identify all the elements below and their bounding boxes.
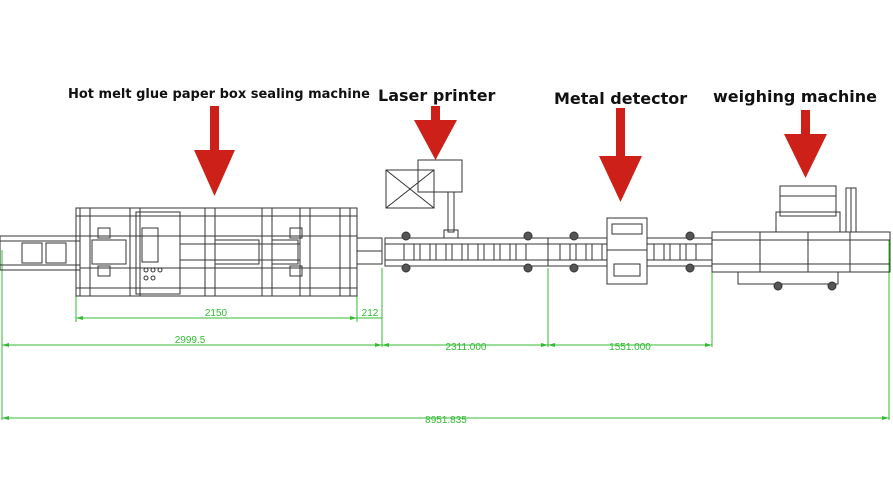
laser-printer-unit <box>385 159 463 239</box>
dim-detector-section: 1551.000 <box>609 342 651 353</box>
label-metal-detector: Metal detector <box>554 89 688 108</box>
sealing-machine <box>75 207 383 297</box>
dim-overall-length: 8951.835 <box>425 415 467 426</box>
label-weighing-machine: weighing machine <box>713 87 877 106</box>
dim-sealer-length: 2150 <box>205 308 228 319</box>
arrow-metal-detector-icon <box>599 108 642 202</box>
arrow-sealing-machine-icon <box>194 106 235 196</box>
weighing-conveyor <box>711 231 891 291</box>
dimension-ticks <box>2 316 889 420</box>
arrow-laser-printer-icon <box>414 106 457 160</box>
infeed-conveyor <box>0 235 81 271</box>
dim-printer-section: 2311.000 <box>446 342 487 353</box>
dim-infeed-gap: 212 <box>362 308 379 319</box>
dim-sealer-total: 2999.5 <box>175 335 206 346</box>
label-laser-printer: Laser printer <box>378 86 496 105</box>
arrow-weighing-machine-icon <box>784 110 827 178</box>
arrows <box>194 106 827 202</box>
label-sealing-machine: Hot melt glue paper box sealing machine <box>68 87 370 102</box>
metal-detector-unit <box>606 217 648 285</box>
printer-conveyor <box>384 231 549 273</box>
weighing-machine-unit <box>775 185 857 233</box>
dimension-lines <box>1 240 890 420</box>
